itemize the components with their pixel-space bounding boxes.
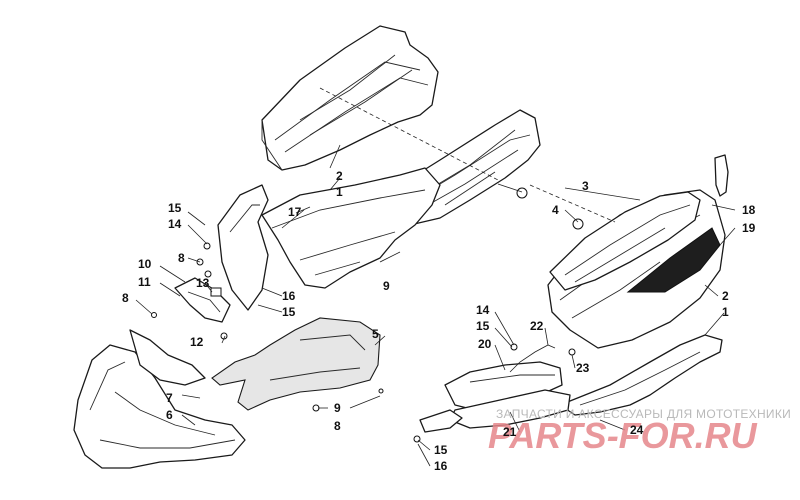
callout-1b: 1 (722, 305, 729, 319)
callout-15c: 15 (476, 319, 490, 333)
callout-16b: 16 (434, 459, 448, 473)
callout-7: 7 (166, 391, 173, 405)
callout-23: 23 (576, 361, 590, 375)
callout-5: 5 (372, 327, 379, 341)
callout-21: 21 (503, 425, 517, 439)
bracket-18 (714, 154, 729, 197)
watermark-tagline: ЗАПЧАСТИ И АКСЕССУАРЫ ДЛЯ МОТОТЕХНИКИ (496, 407, 791, 421)
callout-12: 12 (190, 335, 204, 349)
grille-insert-right (549, 191, 701, 291)
skid-plate (211, 317, 381, 411)
callout-15d: 15 (434, 443, 448, 457)
callout-3: 3 (582, 179, 589, 193)
callout-17: 17 (288, 205, 302, 219)
callout-11: 11 (138, 275, 151, 289)
callout-6: 6 (166, 408, 173, 422)
callout-2: 2 (336, 169, 343, 183)
callout-13: 13 (196, 276, 210, 290)
hardware (151, 187, 584, 443)
callout-16: 16 (282, 289, 296, 303)
callout-24: 24 (630, 423, 644, 437)
belly-pan-left (261, 167, 441, 289)
callout-8b: 8 (122, 291, 129, 305)
callout-10: 10 (138, 257, 152, 271)
callout-14: 14 (168, 217, 182, 231)
side-panel-bracket (174, 184, 269, 323)
callouts: 2 1 3 4 18 19 2 1 15 14 17 8 10 11 13 9 … (122, 169, 756, 473)
watermark-logo: PARTS-FOR.RU (488, 415, 758, 456)
callout-9: 9 (383, 279, 390, 293)
callout-19: 19 (742, 221, 756, 235)
callout-2b: 2 (722, 289, 729, 303)
callout-9b: 9 (334, 401, 341, 415)
callout-20: 20 (478, 337, 492, 351)
leader-lines (135, 87, 736, 467)
callout-22: 22 (530, 319, 544, 333)
front-nose (73, 329, 246, 469)
callout-18: 18 (742, 203, 756, 217)
callout-4: 4 (552, 203, 559, 217)
callout-15b: 15 (282, 305, 296, 319)
callout-14b: 14 (476, 303, 490, 317)
callout-1: 1 (336, 185, 343, 199)
belly-pan-right (559, 334, 723, 416)
callout-15: 15 (168, 201, 182, 215)
watermark: ЗАПЧАСТИ И АКСЕССУАРЫ ДЛЯ МОТОТЕХНИКИ PA… (488, 407, 791, 456)
callout-8c: 8 (334, 419, 341, 433)
right-bracket-assembly (419, 344, 571, 433)
callout-8: 8 (178, 251, 185, 265)
running-board-upper-left (261, 25, 439, 171)
